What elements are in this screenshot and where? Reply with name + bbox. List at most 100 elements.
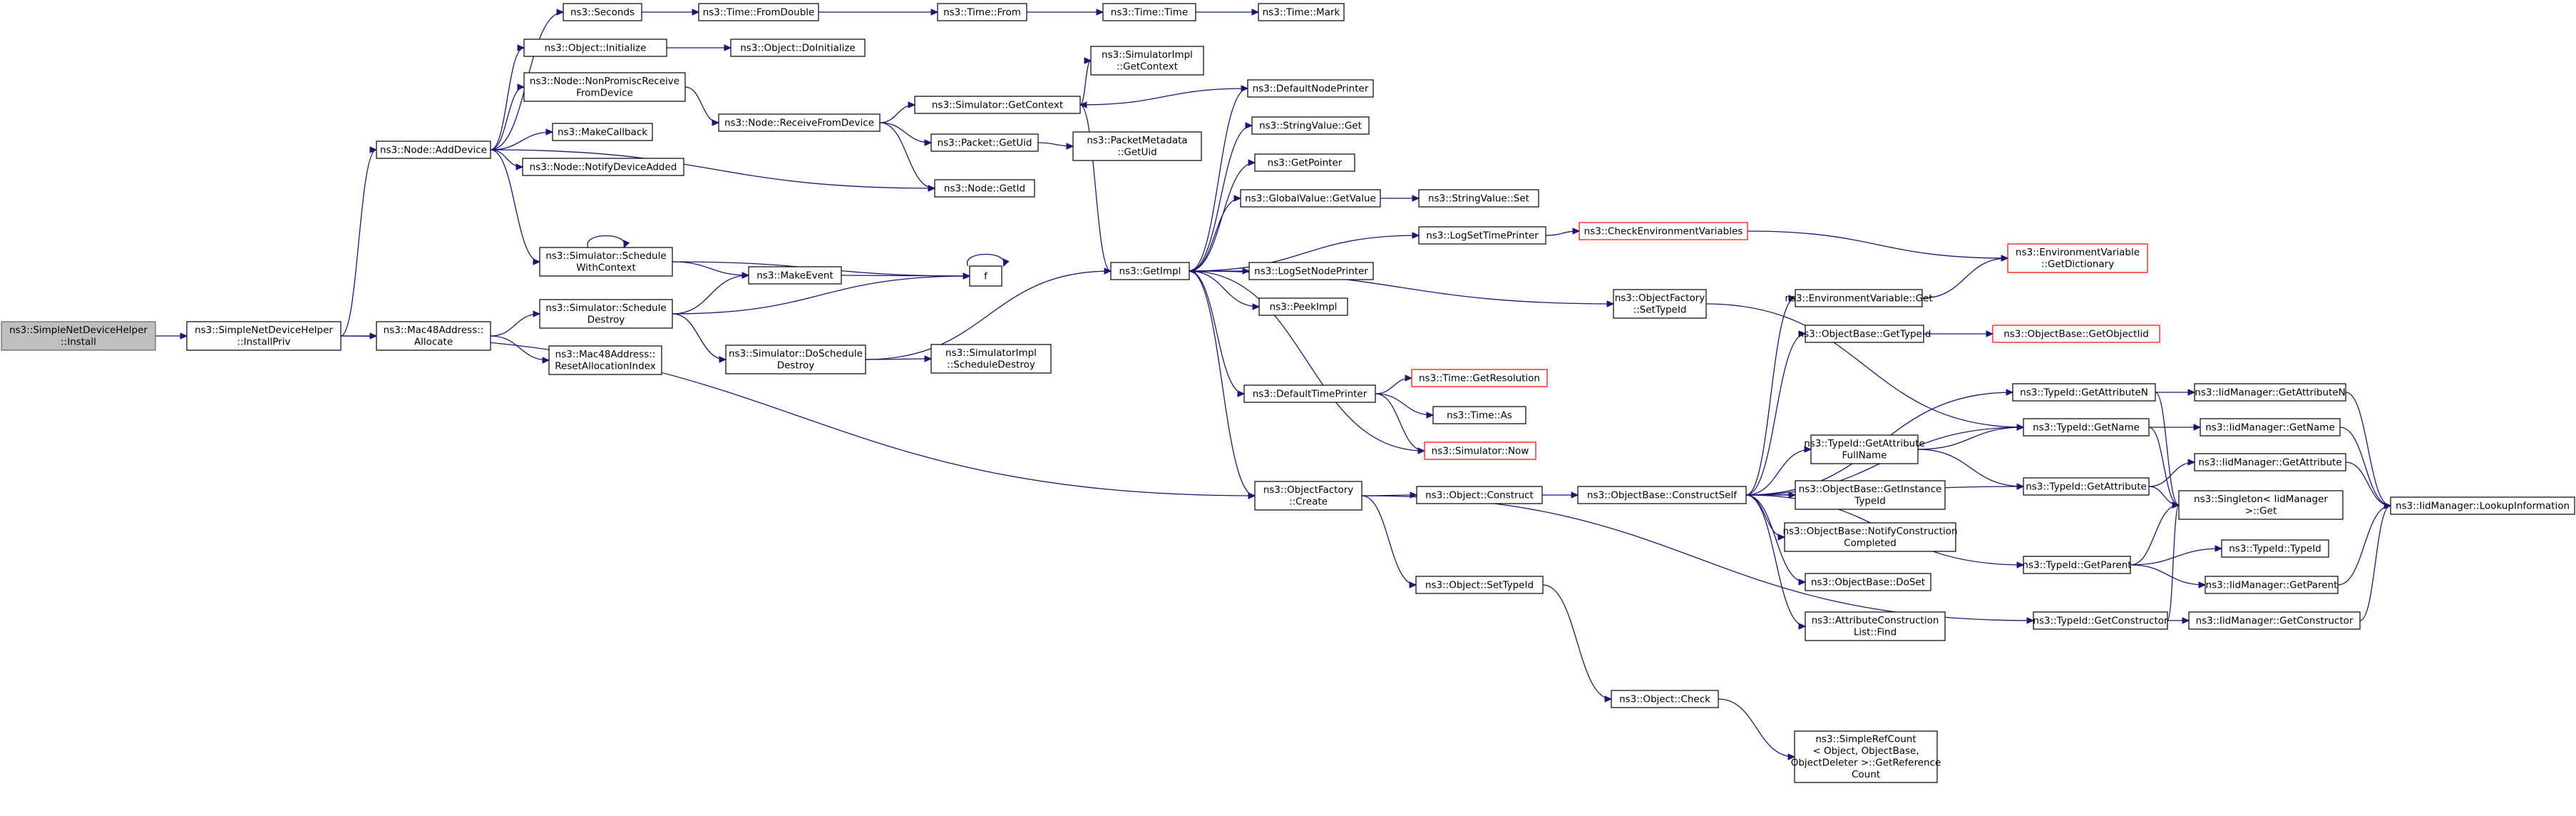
edge-arrowhead bbox=[924, 355, 933, 362]
edge-line bbox=[2155, 392, 2180, 506]
node-label: ns3::Node::ReceiveFromDevice bbox=[724, 117, 874, 128]
graph-node-mac48alloc[interactable]: ns3::Mac48Address::Allocate bbox=[376, 321, 491, 351]
graph-node-objbasenotify[interactable]: ns3::ObjectBase::NotifyConstructionCompl… bbox=[1782, 522, 1958, 552]
graph-node-iidmgrlookup[interactable]: ns3::IidManager::LookupInformation bbox=[2390, 496, 2575, 515]
edge-schedestroy-to-doschedestroy bbox=[672, 313, 727, 363]
graph-node-objsettypeid[interactable]: ns3::Object::SetTypeId bbox=[1415, 576, 1544, 594]
graph-node-timegetres[interactable]: ns3::Time::GetResolution bbox=[1411, 369, 1548, 387]
graph-node-simimplgetctx[interactable]: ns3::SimulatorImpl::GetContext bbox=[1090, 46, 1204, 76]
graph-node-doinit[interactable]: ns3::Object::DoInitialize bbox=[730, 39, 866, 57]
graph-node-typeidgetname[interactable]: ns3::TypeId::GetName bbox=[2023, 418, 2150, 437]
node-box bbox=[2194, 383, 2346, 402]
graph-node-timefrom[interactable]: ns3::Time::From bbox=[937, 3, 1027, 21]
node-label: ::ScheduleDestroy bbox=[947, 359, 1035, 371]
node-label: ns3::MakeEvent bbox=[756, 270, 833, 281]
graph-node-simgetctx[interactable]: ns3::Simulator::GetContext bbox=[914, 96, 1081, 114]
edge-line bbox=[684, 86, 719, 123]
graph-node-iidmgrgetname[interactable]: ns3::IidManager::GetName bbox=[2200, 418, 2341, 437]
graph-node-typeidgetattr[interactable]: ns3::TypeId::GetAttribute bbox=[2023, 477, 2150, 496]
node-box bbox=[2033, 611, 2168, 630]
graph-node-receivefromdev[interactable]: ns3::Node::ReceiveFromDevice bbox=[718, 113, 881, 132]
graph-node-typeidtypeid[interactable]: ns3::TypeId::TypeId bbox=[2221, 539, 2329, 558]
graph-node-f[interactable]: f bbox=[969, 265, 1002, 287]
graph-node-objconstruct[interactable]: ns3::Object::Construct bbox=[1416, 486, 1543, 504]
graph-node-nodegetid[interactable]: ns3::Node::GetId bbox=[934, 179, 1035, 198]
edge-packetgetuid-to-pktmetagetuid bbox=[1037, 142, 1074, 150]
graph-node-pktmetagetuid[interactable]: ns3::PacketMetadata::GetUid bbox=[1072, 131, 1202, 161]
node-box bbox=[1243, 384, 1376, 403]
node-box bbox=[186, 321, 342, 351]
graph-node-deftimeprinter[interactable]: ns3::DefaultTimePrinter bbox=[1243, 384, 1376, 403]
graph-node-objbasedoset[interactable]: ns3::ObjectBase::DoSet bbox=[1805, 573, 1931, 591]
edge-arrowhead bbox=[1788, 295, 1797, 302]
graph-node-getpointer[interactable]: ns3::GetPointer bbox=[1254, 153, 1355, 172]
graph-node-packetgetuid[interactable]: ns3::Packet::GetUid bbox=[930, 133, 1039, 152]
node-label: ns3::Simulator::Now bbox=[1432, 445, 1529, 457]
graph-node-typeidgetattrn[interactable]: ns3::TypeId::GetAttributeN bbox=[2012, 383, 2156, 402]
edge-arrowhead bbox=[908, 101, 916, 108]
graph-node-timeas[interactable]: ns3::Time::As bbox=[1432, 406, 1526, 424]
edge-adddevice-to-objinit bbox=[490, 44, 525, 151]
graph-node-schedestroy[interactable]: ns3::Simulator::ScheduleDestroy bbox=[539, 299, 673, 329]
edge-line bbox=[1917, 427, 2024, 450]
graph-node-simimplsched[interactable]: ns3::SimulatorImpl::ScheduleDestroy bbox=[930, 344, 1052, 374]
graph-node-objbaseconstructself[interactable]: ns3::ObjectBase::ConstructSelf bbox=[1577, 486, 1747, 504]
edge-installpriv-to-adddevice bbox=[340, 146, 378, 337]
node-label: ns3::Mac48Address:: bbox=[384, 325, 484, 336]
graph-node-iidmgrgetattr[interactable]: ns3::IidManager::GetAttribute bbox=[2194, 453, 2346, 471]
graph-node-objbasegetobjid[interactable]: ns3::ObjectBase::GetObjectIid bbox=[1992, 325, 2160, 343]
graph-node-envvargetdict[interactable]: ns3::EnvironmentVariable::GetDictionary bbox=[2007, 243, 2148, 273]
graph-node-typeidgetctor[interactable]: ns3::TypeId::GetConstructor bbox=[2033, 611, 2168, 630]
graph-node-singletonget[interactable]: ns3::Singleton< IidManager>::Get bbox=[2178, 490, 2344, 520]
node-box bbox=[1795, 480, 1946, 510]
graph-node-iidmgrgetctor[interactable]: ns3::IidManager::GetConstructor bbox=[2188, 611, 2361, 630]
graph-node-simnow[interactable]: ns3::Simulator::Now bbox=[1424, 442, 1536, 460]
graph-node-objfactcreate[interactable]: ns3::ObjectFactory::Create bbox=[1254, 481, 1363, 511]
node-label: ObjectDeleter >::GetReference bbox=[1791, 758, 1941, 769]
graph-node-timetime[interactable]: ns3::Time::Time bbox=[1102, 3, 1196, 21]
graph-node-globalvalget[interactable]: ns3::GlobalValue::GetValue bbox=[1240, 189, 1381, 208]
graph-node-logsettimeprinter[interactable]: ns3::LogSetTimePrinter bbox=[1418, 226, 1546, 245]
graph-node-iidmgrgetparent[interactable]: ns3::IidManager::GetParent bbox=[2205, 576, 2339, 594]
node-box bbox=[969, 265, 1002, 287]
graph-node-adddevice[interactable]: ns3::Node::AddDevice bbox=[376, 141, 491, 159]
graph-node-objcheck[interactable]: ns3::Object::Check bbox=[1611, 690, 1719, 708]
graph-node-seconds[interactable]: ns3::Seconds bbox=[563, 3, 642, 21]
node-box bbox=[522, 158, 684, 176]
edge-schedestroy-to-f bbox=[672, 272, 971, 315]
graph-node-objinit[interactable]: ns3::Object::Initialize bbox=[523, 39, 667, 57]
graph-node-notifyadded[interactable]: ns3::Node::NotifyDeviceAdded bbox=[522, 158, 684, 176]
graph-node-typeidgetparent[interactable]: ns3::TypeId::GetParent bbox=[2022, 556, 2132, 574]
graph-node-resetalloc[interactable]: ns3::Mac48Address::ResetAllocationIndex bbox=[548, 345, 662, 375]
edge-arrowhead bbox=[742, 272, 750, 279]
graph-node-checkenvvars[interactable]: ns3::CheckEnvironmentVariables bbox=[1579, 222, 1748, 240]
edge-line bbox=[1745, 449, 1812, 496]
graph-node-getimpl[interactable]: ns3::GetImpl bbox=[1110, 262, 1190, 280]
graph-node-makecallback[interactable]: ns3::MakeCallback bbox=[552, 123, 653, 141]
edge-fromdouble-to-timefrom bbox=[819, 9, 939, 16]
graph-node-simplerefcount[interactable]: ns3::SimpleRefCount< Object, ObjectBase,… bbox=[1791, 730, 1941, 783]
graph-node-envvarget[interactable]: ns3::EnvironmentVariable::Get bbox=[1785, 289, 1933, 307]
graph-node-fromdouble[interactable]: ns3::Time::FromDouble bbox=[698, 3, 819, 21]
edge-arrowhead bbox=[533, 310, 541, 317]
graph-node-objfactsettypeid[interactable]: ns3::ObjectFactory::SetTypeId bbox=[1613, 289, 1707, 319]
graph-node-peekimpl[interactable]: ns3::PeekImpl bbox=[1258, 297, 1348, 316]
graph-node-installpriv[interactable]: ns3::SimpleNetDeviceHelper::InstallPriv bbox=[186, 321, 342, 351]
graph-node-timemark[interactable]: ns3::Time::Mark bbox=[1258, 3, 1345, 21]
graph-node-defnodeprinter[interactable]: ns3::DefaultNodePrinter bbox=[1247, 79, 1374, 98]
node-label: ResetAllocationIndex bbox=[555, 361, 655, 372]
graph-node-iidmgrgetattrn[interactable]: ns3::IidManager::GetAttributeN bbox=[2194, 383, 2346, 402]
graph-node-objbasegettypeid[interactable]: ns3::ObjectBase::GetTypeId bbox=[1798, 325, 1931, 343]
graph-node-strvalget[interactable]: ns3::StringValue::Get bbox=[1251, 116, 1370, 135]
node-label: ns3::Time::GetResolution bbox=[1419, 372, 1540, 384]
graph-node-makeevent[interactable]: ns3::MakeEvent bbox=[748, 266, 842, 285]
graph-node-strvalset[interactable]: ns3::StringValue::Set bbox=[1418, 189, 1539, 208]
graph-node-logsetnodeprinter[interactable]: ns3::LogSetNodePrinter bbox=[1248, 262, 1374, 280]
graph-node-install[interactable]: ns3::SimpleNetDeviceHelper::Install bbox=[1, 321, 156, 351]
